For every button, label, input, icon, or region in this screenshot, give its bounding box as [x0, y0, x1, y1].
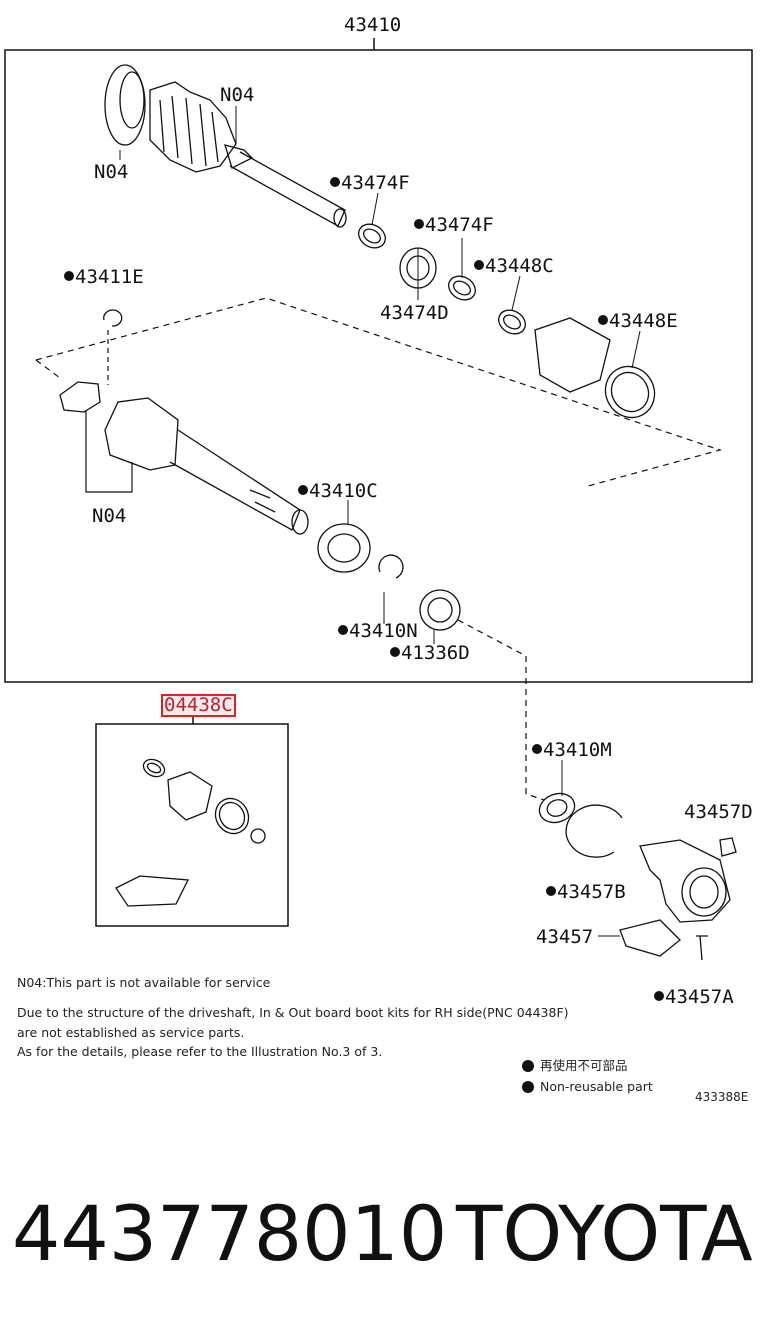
- outboard-joint: [104, 64, 347, 228]
- label-43457a: 43457A: [654, 988, 734, 1007]
- kit-frame: [95, 723, 289, 927]
- nonreusable-dot: [338, 625, 348, 635]
- legend-dot-en: [522, 1081, 534, 1093]
- label-assembly: 43410: [344, 14, 402, 36]
- nonreusable-dot: [598, 315, 608, 325]
- note-n04: N04:This part is not available for servi…: [17, 975, 271, 990]
- nonreusable-dot: [298, 485, 308, 495]
- nonreusable-dot: [654, 991, 664, 1001]
- label-43411e: 43411E: [64, 268, 144, 287]
- nonreusable-dot: [330, 177, 340, 187]
- assembly-frame: [4, 49, 753, 683]
- nonreusable-dot: [546, 886, 556, 896]
- knuckle-group: [538, 792, 737, 961]
- footer-brand: TOYOTA: [456, 1189, 753, 1278]
- label-43457d: 43457D: [684, 801, 753, 823]
- label-n04-bottom: N04: [92, 505, 127, 527]
- kit-contents: [115, 758, 266, 907]
- note-line2: are not established as service parts.: [17, 1025, 245, 1040]
- label-n04-top: N04: [220, 84, 255, 106]
- label-41336d: 41336D: [390, 644, 470, 663]
- label-n04-left: N04: [94, 161, 129, 183]
- label-43474f-a: 43474F: [330, 174, 410, 193]
- label-43410m: 43410M: [532, 741, 612, 760]
- inboard-joint: [59, 381, 461, 631]
- nonreusable-dot: [532, 744, 542, 754]
- note-line3: As for the details, please refer to the …: [17, 1044, 383, 1059]
- label-43474d: 43474D: [380, 302, 449, 324]
- label-43410c: 43410C: [298, 482, 378, 501]
- label-43448c: 43448C: [474, 257, 554, 276]
- legend-jp: 再使用不可部品: [540, 1058, 628, 1073]
- label-04438c[interactable]: 04438C: [161, 694, 236, 717]
- legend-en: Non-reusable part: [540, 1079, 653, 1094]
- note-line1: Due to the structure of the driveshaft, …: [17, 1005, 569, 1020]
- dashed-region: [35, 297, 723, 487]
- nonreusable-dot: [64, 271, 74, 281]
- nonreusable-dot: [474, 260, 484, 270]
- nonreusable-dot: [414, 219, 424, 229]
- label-43457: 43457: [536, 926, 594, 948]
- label-43457b: 43457B: [546, 883, 626, 902]
- label-43474f-b: 43474F: [414, 216, 494, 235]
- nonreusable-dot: [390, 647, 400, 657]
- label-43410n: 43410N: [338, 622, 418, 641]
- label-43448e: 43448E: [598, 312, 678, 331]
- illustration-code: 433388E: [695, 1090, 749, 1104]
- footer-part-number: 443778010: [12, 1189, 448, 1278]
- legend-dot-jp: [522, 1060, 534, 1072]
